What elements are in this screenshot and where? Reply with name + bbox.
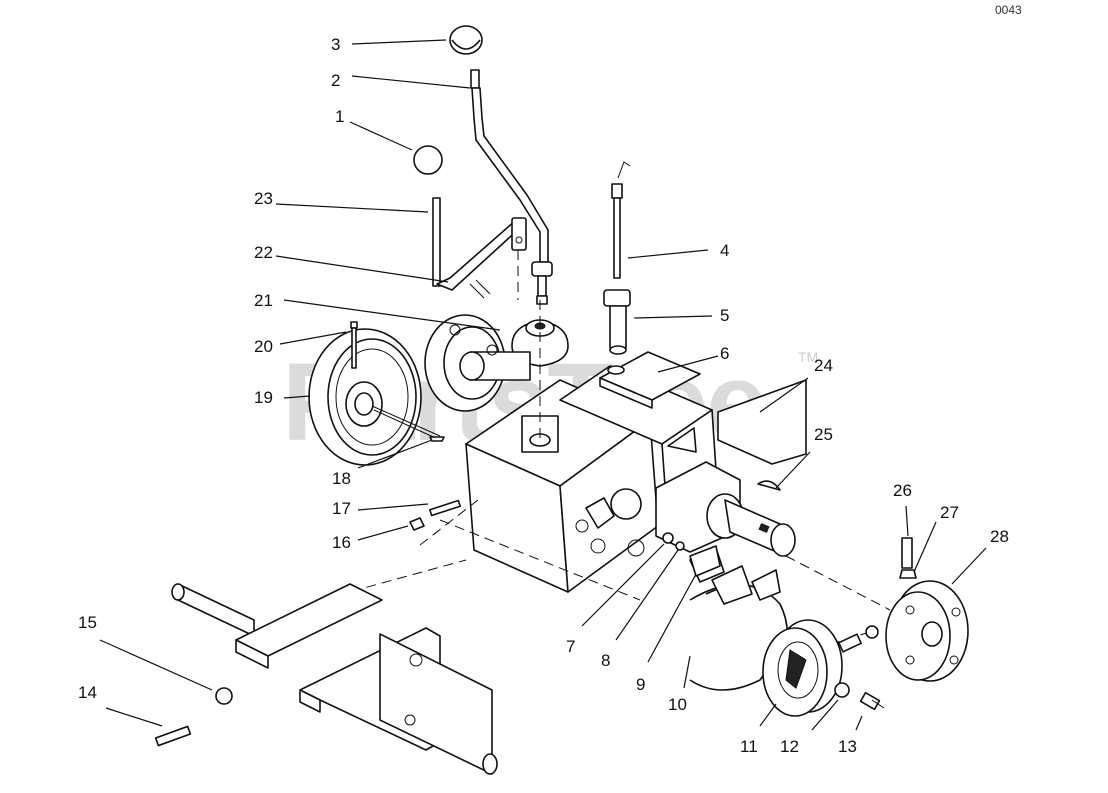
callout-15: 15 [78, 613, 97, 632]
callout-13: 13 [838, 737, 857, 756]
corner-reference: 0043 [995, 3, 1022, 17]
callout-27: 27 [940, 503, 959, 522]
wheel-nut [865, 625, 879, 639]
leader-lines [99, 39, 987, 731]
callout-28: 28 [990, 527, 1009, 546]
bolt-14 [154, 725, 192, 747]
callout-6: 6 [720, 344, 729, 363]
assembly-line [439, 519, 641, 601]
washer-8 [675, 541, 685, 551]
callout-21: 21 [254, 291, 273, 310]
assembly-line [419, 499, 479, 546]
input-flange [424, 314, 531, 412]
callout-17: 17 [332, 499, 351, 518]
callout-16: 16 [332, 533, 351, 552]
washer-12 [834, 682, 850, 698]
bolt-13 [859, 691, 885, 711]
washer-15 [215, 687, 233, 705]
callout-9: 9 [636, 675, 645, 694]
dipstick-cable [603, 161, 631, 355]
nut-16 [409, 517, 425, 531]
callout-7: 7 [566, 637, 575, 656]
transmission-housing [465, 351, 744, 593]
pulley [308, 328, 441, 466]
control-lever [413, 145, 527, 299]
callout-5: 5 [720, 306, 729, 325]
output-shaft [724, 499, 796, 557]
callout-4: 4 [720, 241, 729, 260]
stud-26 [901, 537, 913, 569]
bolt-20 [350, 321, 358, 369]
callout-1: 1 [335, 107, 344, 126]
wheel-stud [838, 633, 862, 653]
callout-23: 23 [254, 189, 273, 208]
frame-axle [171, 583, 498, 775]
brake-drum [762, 619, 843, 717]
callout-10: 10 [668, 695, 687, 714]
callout-25: 25 [814, 425, 833, 444]
shift-lever [449, 25, 553, 305]
seal-7 [662, 532, 674, 544]
cover-plate [717, 379, 807, 465]
callout-12: 12 [780, 737, 799, 756]
assembly-line [785, 555, 891, 611]
callout-8: 8 [601, 651, 610, 670]
wheel-hub [885, 580, 969, 682]
bolt-17 [429, 499, 461, 517]
nut-27 [899, 569, 917, 579]
callout-2: 2 [331, 71, 340, 90]
key-25 [757, 480, 781, 491]
callout-labels: 1 2 3 4 5 6 7 8 9 10 11 12 13 14 15 16 1… [78, 35, 1009, 756]
callout-19: 19 [254, 388, 273, 407]
bracket-9 [689, 545, 721, 577]
callout-14: 14 [78, 683, 97, 702]
callout-20: 20 [254, 337, 273, 356]
callout-26: 26 [893, 481, 912, 500]
watermark-trademark: TM [798, 349, 818, 365]
callout-18: 18 [332, 469, 351, 488]
callout-3: 3 [331, 35, 340, 54]
callout-24: 24 [814, 356, 833, 375]
callout-11: 11 [740, 737, 758, 756]
callout-22: 22 [254, 243, 273, 262]
